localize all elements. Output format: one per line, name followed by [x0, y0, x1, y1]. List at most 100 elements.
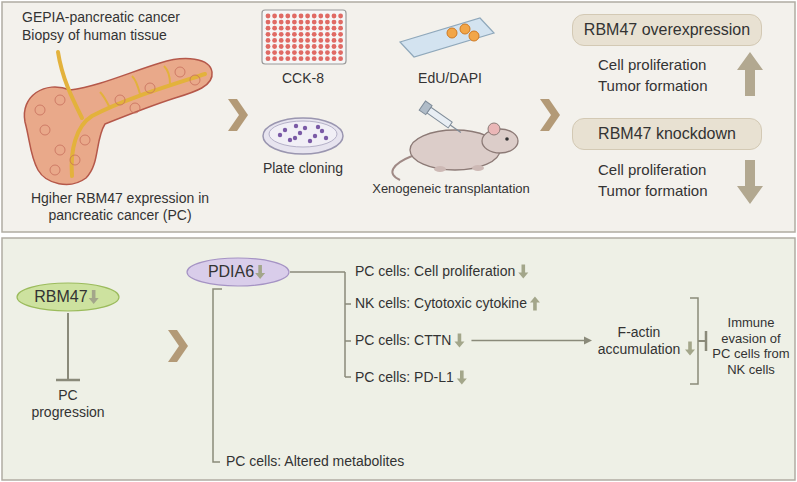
- colony: [283, 128, 287, 132]
- text-label: GEPIA-pancreatic cancer: [22, 9, 180, 26]
- well: [312, 44, 317, 49]
- well: [292, 44, 297, 49]
- ellipse-outline: [187, 258, 289, 286]
- well: [318, 50, 323, 55]
- well: [292, 38, 297, 43]
- slide-icon: [400, 18, 494, 57]
- well: [312, 38, 317, 43]
- lobule: [55, 145, 65, 155]
- well: [325, 44, 330, 49]
- well: [338, 56, 343, 61]
- well: [325, 14, 330, 19]
- ellipse-node: RBM47: [16, 282, 120, 312]
- colony: [298, 131, 302, 135]
- colony: [294, 124, 298, 128]
- well: [325, 50, 330, 55]
- lobule: [40, 125, 50, 135]
- well: [312, 32, 317, 37]
- lobule: [175, 67, 185, 77]
- well: [279, 20, 284, 25]
- well: [266, 44, 271, 49]
- well: [305, 20, 310, 25]
- well: [299, 56, 304, 61]
- well: [305, 38, 310, 43]
- top-panel: [2, 2, 795, 232]
- well: [272, 50, 277, 55]
- well: [299, 20, 304, 25]
- well: [299, 14, 304, 19]
- branch-tick: [345, 303, 351, 305]
- pointer-line: [471, 340, 585, 342]
- well: [266, 50, 271, 55]
- well: [332, 50, 337, 55]
- well: [338, 50, 343, 55]
- colony: [313, 134, 317, 138]
- well: [325, 32, 330, 37]
- down-trend-arrow: [89, 290, 99, 304]
- branch-tick: [345, 340, 351, 342]
- pancreas-illustration: [24, 52, 212, 184]
- well: [312, 26, 317, 31]
- chevron-arrow: [228, 99, 248, 131]
- colony: [288, 138, 292, 142]
- text-label: CCK-8: [253, 70, 353, 87]
- lobule: [55, 95, 65, 105]
- well: [305, 56, 310, 61]
- down-trend-arrow: [255, 265, 265, 279]
- text-label: Immune evasion of PC cells from NK cells: [711, 315, 791, 377]
- well: [285, 50, 290, 55]
- node-text: RBM47 knockdown: [598, 125, 736, 143]
- text-label: PC progression: [23, 387, 113, 421]
- well: [338, 38, 343, 43]
- well: [332, 32, 337, 37]
- well: [305, 32, 310, 37]
- ellipse-node: PDIA6: [186, 257, 290, 287]
- petri-dish-icon: [263, 118, 343, 154]
- well: [266, 56, 271, 61]
- down-trend-arrow: [454, 333, 464, 347]
- colony: [293, 136, 297, 140]
- branch-tick: [345, 376, 351, 378]
- text-label: Cell proliferation: [598, 161, 706, 179]
- lobule: [35, 105, 45, 115]
- well: [325, 56, 330, 61]
- well: [332, 38, 337, 43]
- well: [305, 14, 310, 19]
- well: [266, 26, 271, 31]
- text-label: PC cells: CTTN: [355, 332, 451, 349]
- well: [305, 26, 310, 31]
- text-label: PC cells: Cell proliferation: [355, 263, 515, 280]
- well: [285, 20, 290, 25]
- well: [292, 32, 297, 37]
- lobule: [115, 95, 125, 105]
- well: [318, 44, 323, 49]
- rounded-box: RBM47 knockdown: [572, 118, 762, 150]
- well: [292, 20, 297, 25]
- well: [292, 14, 297, 19]
- well: [332, 20, 337, 25]
- well: [325, 26, 330, 31]
- bottom-panel: [2, 238, 795, 480]
- well: [312, 14, 317, 19]
- well: [279, 56, 284, 61]
- well: [272, 32, 277, 37]
- well: [266, 38, 271, 43]
- well: [285, 14, 290, 19]
- well: [279, 44, 284, 49]
- well: [318, 32, 323, 37]
- colony: [324, 136, 328, 140]
- colony: [303, 126, 307, 130]
- lobule: [130, 103, 140, 113]
- down-trend-arrow: [457, 370, 467, 384]
- well: [325, 20, 330, 25]
- bracket: [213, 289, 222, 462]
- rounded-box: RBM47 overexpression: [572, 14, 762, 46]
- well: [299, 44, 304, 49]
- text-label: PC cells: PD-L1: [355, 369, 454, 386]
- down-trend-arrow: [518, 264, 528, 278]
- lobule: [145, 83, 155, 93]
- well: [292, 50, 297, 55]
- text-label: EdU/DAPI: [395, 70, 505, 87]
- well: [318, 26, 323, 31]
- well: [279, 26, 284, 31]
